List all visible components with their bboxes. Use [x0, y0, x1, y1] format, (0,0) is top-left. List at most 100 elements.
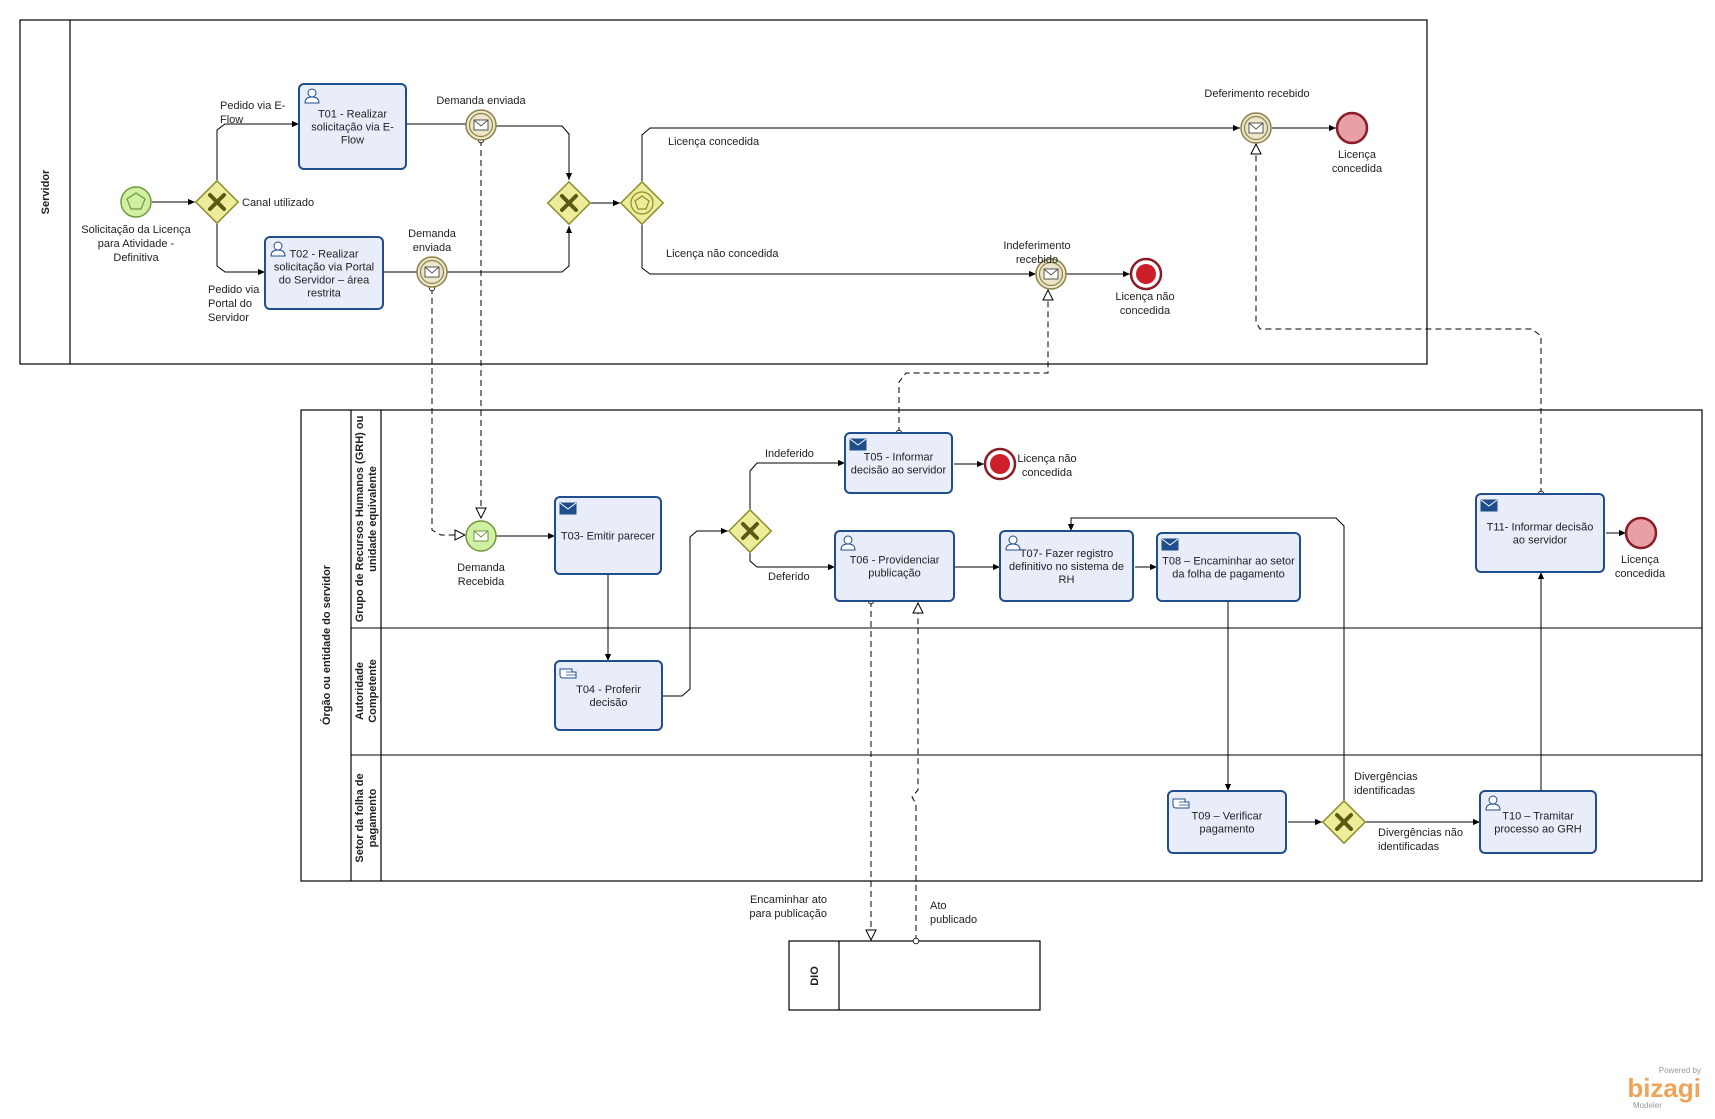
- label-pedido-eflow: Flow: [220, 114, 243, 126]
- task-t08-label: T08 – Encaminhar ao setor: [1162, 556, 1295, 568]
- task-t02-label: restrita: [307, 288, 342, 300]
- task-t04-label: T04 - Proferir: [576, 684, 641, 696]
- envelope-icon: [1161, 538, 1179, 551]
- label-encaminhar-ato: Encaminhar ato: [750, 894, 827, 906]
- lane-grh-label: Grupo de Recursos Humanos (GRH) ou: [354, 416, 366, 623]
- gateway-canal[interactable]: [194, 179, 240, 225]
- label-demanda-enviada-2: Demanda: [408, 228, 457, 240]
- pool-dio-label: DIO: [809, 966, 821, 986]
- label-end-concedida-top: Licença: [1338, 149, 1377, 161]
- label-ato-publicado: Ato: [930, 900, 947, 912]
- task-t05-label: decisão ao servidor: [851, 465, 947, 477]
- x-icon: [208, 193, 226, 211]
- task-t07-label: T07- Fazer registro: [1020, 548, 1114, 560]
- label-indeferido: Indeferido: [765, 448, 814, 460]
- flow-pedido-portal: [216, 224, 265, 276]
- gateway-merge[interactable]: [546, 180, 592, 226]
- user-icon: [270, 241, 286, 257]
- pool-dio: DIO: [788, 940, 1041, 1011]
- flow-pedido-eflow: [216, 120, 299, 180]
- label-divergencias-identificadas: Divergências: [1354, 771, 1418, 783]
- envelope-icon: [424, 266, 440, 278]
- task-t04-label: decisão: [590, 697, 628, 709]
- task-t06-label: publicação: [868, 568, 921, 580]
- envelope-icon: [1043, 268, 1059, 280]
- user-icon: [840, 535, 856, 551]
- envelope-icon: [1480, 499, 1498, 512]
- end-event-nao-concedida-grh[interactable]: [983, 447, 1017, 481]
- label-end-nao-concedida-grh: Licença não: [1017, 453, 1076, 465]
- envelope-icon: [849, 438, 867, 451]
- task-t03-label: T03- Emitir parecer: [561, 531, 655, 543]
- task-t01-label: T01 - Realizar: [318, 109, 387, 121]
- label-licenca-nao-concedida-flow: Licença não concedida: [666, 248, 779, 260]
- end-event-licenca-concedida[interactable]: [1335, 111, 1369, 145]
- label-divergencias-nao: identificadas: [1378, 841, 1440, 853]
- envelope-icon: [473, 530, 489, 542]
- start-event-demanda-recebida[interactable]: [465, 520, 497, 552]
- intermediate-deferimento-recebido[interactable]: [1240, 112, 1272, 144]
- label-start-event: Definitiva: [113, 252, 159, 264]
- label-end-nao-concedida-grh: concedida: [1022, 467, 1073, 479]
- task-t09-label: T09 – Verificar: [1192, 811, 1263, 823]
- intermediate-indeferimento-recebido[interactable]: [1035, 258, 1067, 290]
- pentagon-icon: [126, 192, 146, 210]
- x-icon: [560, 194, 578, 212]
- manual-icon: [559, 668, 577, 679]
- label-start-event: Solicitação da Licença: [81, 224, 191, 236]
- gateway-divergencias[interactable]: [1321, 799, 1367, 845]
- label-indeferimento-recebido: recebido: [1016, 254, 1058, 266]
- watermark-brand: bizagi: [1627, 1073, 1701, 1103]
- label-pedido-portal: Pedido via: [208, 284, 260, 296]
- envelope-icon: [1248, 122, 1264, 134]
- pool-servidor-label: Servidor: [40, 169, 52, 214]
- label-pedido-portal: Servidor: [208, 312, 249, 324]
- pool-servidor: Servidor: [19, 19, 1428, 365]
- flow-msg2-to-merge: [447, 226, 573, 273]
- task-t02-label: solicitação via Portal: [274, 262, 374, 274]
- msgflow-t11-deferimento: [1256, 144, 1541, 494]
- pentagon-icon: [634, 195, 650, 210]
- end-event-licenca-nao-concedida[interactable]: [1129, 257, 1163, 291]
- user-icon: [304, 88, 320, 104]
- label-canal-utilizado: Canal utilizado: [242, 197, 314, 209]
- flow-deferido: [749, 553, 835, 571]
- label-end-concedida-grh: concedida: [1615, 568, 1666, 580]
- label-pedido-portal: Portal do: [208, 298, 252, 310]
- gateway-decisao[interactable]: [727, 508, 773, 554]
- end-event-concedida-grh[interactable]: [1624, 516, 1658, 550]
- event-ring-icon: [630, 191, 654, 215]
- intermediate-demanda-enviada-1[interactable]: [465, 109, 497, 141]
- gateway-event-based[interactable]: [619, 180, 665, 226]
- label-demanda-recebida: Demanda: [457, 562, 506, 574]
- label-divergencias-nao: Divergências não: [1378, 827, 1463, 839]
- start-event[interactable]: [120, 186, 152, 218]
- label-demanda-recebida: Recebida: [458, 576, 505, 588]
- envelope-icon: [473, 119, 489, 131]
- label-indeferimento-recebido: Indeferimento: [1003, 240, 1070, 252]
- task-t09-label: pagamento: [1199, 824, 1254, 836]
- task-t03[interactable]: T03- Emitir parecer: [554, 496, 662, 575]
- lane-grh-label-2: unidade equivalente: [367, 466, 379, 572]
- task-t11-label: T11- Informar decisão: [1487, 522, 1594, 534]
- pool-orgao-label: Órgão ou entidade do servidor: [320, 564, 333, 725]
- x-icon: [1335, 813, 1353, 831]
- lane-folha-label-2: pagamento: [367, 788, 379, 847]
- label-pedido-eflow: Pedido via E-: [220, 100, 286, 112]
- flow-licenca-concedida: [641, 124, 1240, 181]
- message-flows: [432, 140, 1541, 941]
- intermediate-demanda-enviada-2[interactable]: [416, 256, 448, 288]
